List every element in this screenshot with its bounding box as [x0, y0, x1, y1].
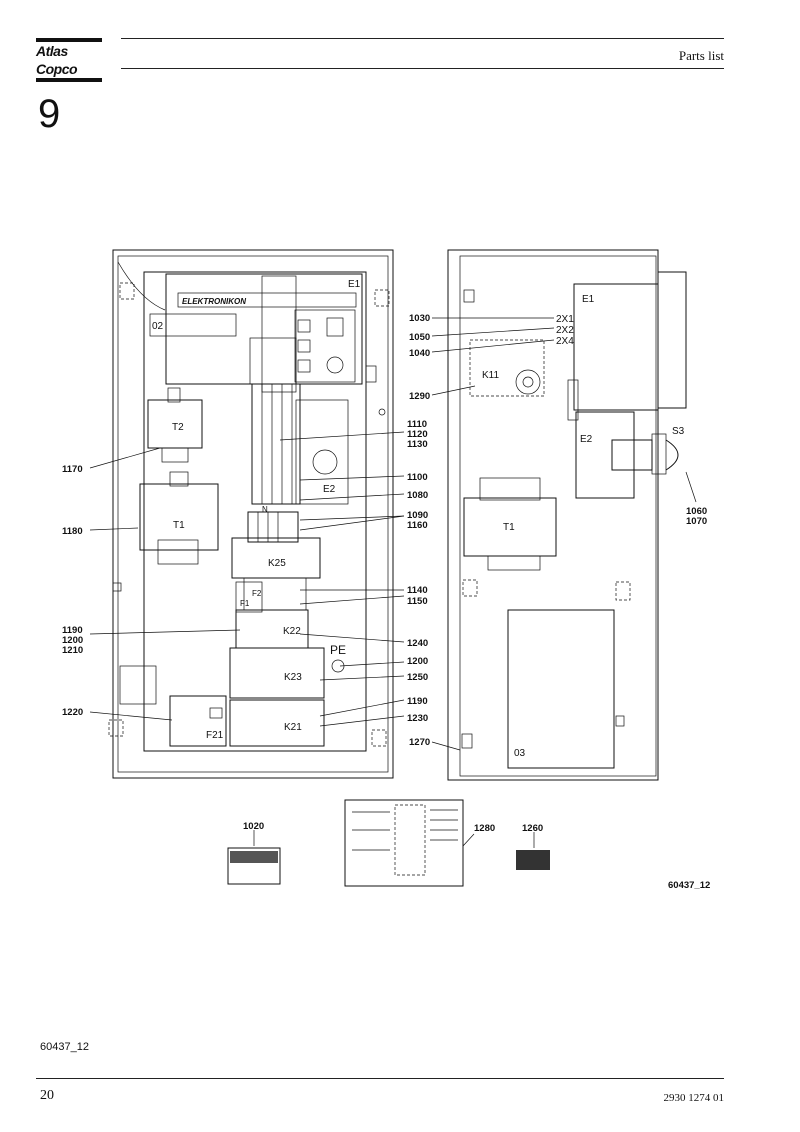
logo-text: Atlas Copco [36, 43, 78, 77]
label-1260 [516, 850, 550, 870]
section-number: 9 [38, 92, 61, 136]
callout-1100: 1100 [407, 472, 428, 483]
panel-title: ELEKTRONIKON [182, 297, 246, 306]
tag-e2-right: E2 [580, 434, 593, 445]
tag-k25: K25 [268, 558, 286, 569]
callout-1290: 1290 [409, 391, 430, 402]
callout-1210: 1210 [62, 645, 83, 656]
tag-2x1: 2X1 [556, 314, 574, 325]
tag-e1-left: E1 [348, 279, 361, 290]
footer-rule [36, 1078, 724, 1079]
callout-1160: 1160 [407, 520, 428, 531]
callout-1030: 1030 [409, 313, 430, 324]
tag-k22: K22 [283, 626, 301, 637]
callout-1180: 1180 [62, 526, 83, 537]
callout-1060: 1060 [686, 506, 707, 517]
tag-pe: PE [330, 643, 346, 657]
logo-bar-top [36, 38, 102, 42]
tag-t1-left: T1 [173, 520, 185, 531]
callout-1190a: 1190 [407, 696, 428, 707]
document-number: 2930 1274 01 [663, 1092, 725, 1104]
callout-1150: 1150 [407, 596, 428, 607]
callout-1200a: 1200 [407, 656, 428, 667]
callout-1200b: 1200 [62, 635, 83, 646]
tag-s3: S3 [672, 426, 685, 437]
callout-1080: 1080 [407, 490, 428, 501]
atlas-copco-logo: Atlas Copco [36, 38, 102, 82]
tag-k21: K21 [284, 722, 302, 733]
callout-1070: 1070 [686, 516, 707, 527]
tag-f1: F1 [240, 599, 250, 608]
tag-n: N [262, 505, 268, 514]
callout-1230: 1230 [407, 713, 428, 724]
tag-t1-right: T1 [503, 522, 515, 533]
callout-1110: 1110 [407, 419, 427, 430]
tag-k11: K11 [482, 370, 499, 381]
cabinet-rear-view [447, 249, 687, 781]
callout-1020: 1020 [243, 821, 264, 832]
tag-2x2: 2X2 [556, 325, 574, 336]
label-1020 [227, 847, 281, 885]
callout-1130: 1130 [407, 439, 428, 450]
callout-1140: 1140 [407, 585, 428, 596]
page-number: 20 [40, 1088, 54, 1103]
figure-reference: 60437_12 [40, 1041, 89, 1053]
leader-lines [89, 317, 697, 848]
header-rule-top [121, 38, 724, 39]
figure-id: 60437_12 [668, 880, 710, 891]
callout-1250: 1250 [407, 672, 428, 683]
callout-1040: 1040 [409, 348, 430, 359]
header-rule-bottom [121, 68, 724, 69]
callout-1280: 1280 [474, 823, 495, 834]
tag-o3: 03 [514, 748, 526, 759]
tag-k23: K23 [284, 672, 302, 683]
label-1280 [344, 799, 464, 887]
callout-1050: 1050 [409, 332, 430, 343]
callout-1090: 1090 [407, 510, 428, 521]
callout-1220: 1220 [62, 707, 83, 718]
callout-1270: 1270 [409, 737, 430, 748]
tag-f21: F21 [206, 730, 224, 741]
logo-bar-bottom [36, 78, 102, 82]
callout-1170: 1170 [62, 464, 83, 475]
callout-1120: 1120 [407, 429, 428, 440]
tag-t2: T2 [172, 422, 184, 433]
tag-f2: F2 [252, 589, 262, 598]
callout-1240: 1240 [407, 638, 428, 649]
callout-1260: 1260 [522, 823, 543, 834]
callout-1190b: 1190 [62, 625, 83, 636]
tag-o2: 02 [152, 321, 164, 332]
cabinet-front-view [108, 249, 394, 779]
page-title: Parts list [678, 48, 724, 63]
tag-e1-right: E1 [582, 294, 595, 305]
tag-e2-left: E2 [323, 484, 336, 495]
tag-2x4: 2X4 [556, 336, 574, 347]
